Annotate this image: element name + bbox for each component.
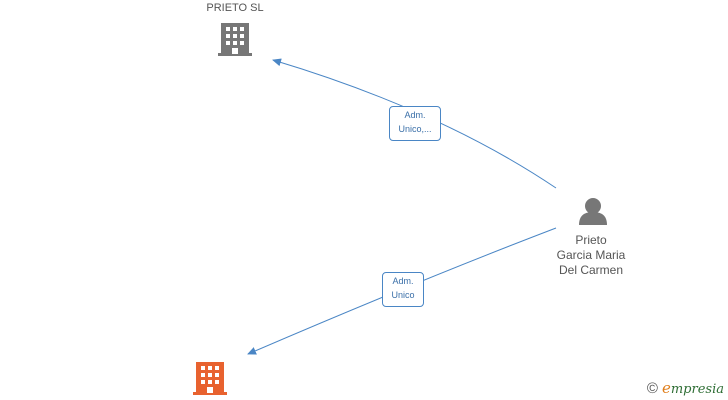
brand-logo-rest: mpresia xyxy=(670,382,724,397)
company-name-prieto-sl[interactable]: PRIETO SL xyxy=(206,2,264,14)
building-icon[interactable] xyxy=(218,23,252,56)
building-icon[interactable] xyxy=(193,362,227,395)
edge-label-adm-unico-bottom[interactable]: Adm. Unico xyxy=(382,272,424,307)
edge-label-line: Unico xyxy=(391,290,415,300)
edge-label-adm-unico-top[interactable]: Adm. Unico,... xyxy=(389,106,441,141)
edge-label-line: Adm. xyxy=(404,110,426,120)
person-name[interactable]: Prieto Garcia Maria Del Carmen xyxy=(536,233,646,278)
edge-label-line: Adm. xyxy=(392,276,414,286)
person-icon[interactable] xyxy=(579,198,607,225)
edge-label-line: Unico,... xyxy=(398,124,432,134)
copyright-icon: © xyxy=(646,379,658,397)
person-name-line: Del Carmen xyxy=(558,263,624,277)
empresia-brand: © empresia xyxy=(647,379,724,397)
person-name-line: Prieto xyxy=(575,233,607,247)
brand-logo: empresia xyxy=(662,379,724,397)
person-name-line: Garcia Maria xyxy=(556,248,626,262)
brand-logo-initial: e xyxy=(661,379,671,397)
